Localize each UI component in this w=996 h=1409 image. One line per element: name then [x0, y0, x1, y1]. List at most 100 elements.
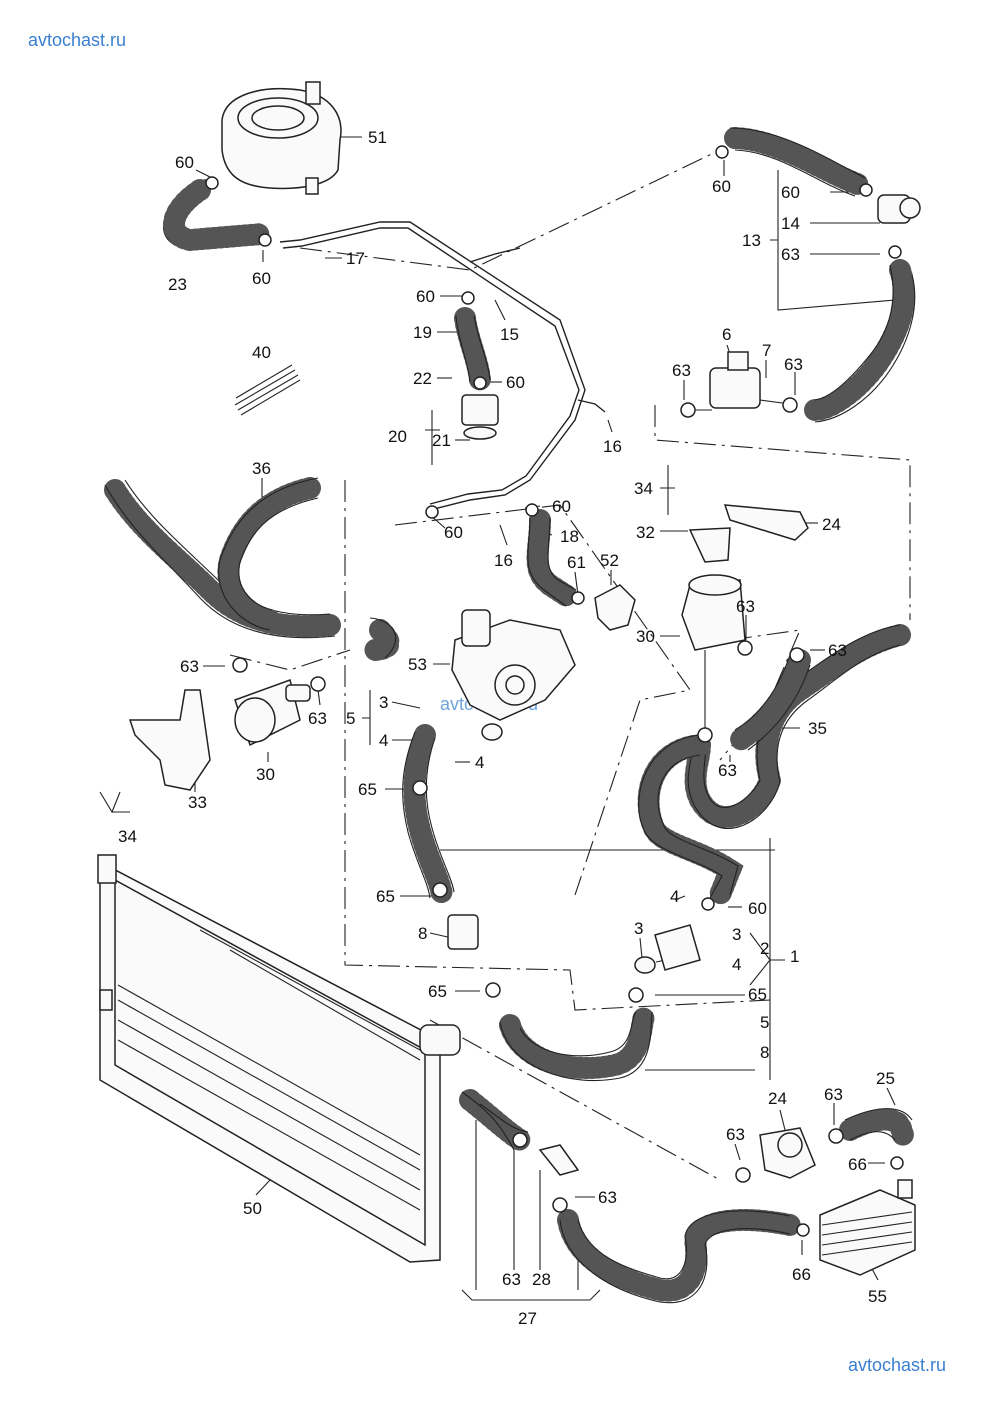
callout-35[interactable]: 35: [808, 719, 827, 738]
callout-60[interactable]: 60: [506, 373, 525, 392]
callout-63[interactable]: 63: [726, 1125, 745, 1144]
callout-14[interactable]: 14: [781, 214, 800, 233]
callout-2[interactable]: 2: [760, 939, 769, 958]
callout-22[interactable]: 22: [413, 369, 432, 388]
callout-60[interactable]: 60: [175, 153, 194, 172]
callout-63[interactable]: 63: [598, 1188, 617, 1207]
callout-27[interactable]: 27: [518, 1309, 537, 1328]
callout-36[interactable]: 36: [252, 459, 271, 478]
callout-labels: 51 60 23 60 17 60 19 15 40 22 60 20 21 1…: [118, 128, 895, 1328]
callout-20[interactable]: 20: [388, 427, 407, 446]
hose-1: [637, 734, 744, 906]
valve-6: [684, 351, 791, 411]
callout-65[interactable]: 65: [376, 887, 395, 906]
thermostat-2: [634, 924, 701, 974]
callout-3[interactable]: 3: [379, 693, 388, 712]
hose-5-8: [499, 1004, 656, 1082]
hose-35: [684, 624, 911, 829]
callout-1[interactable]: 1: [790, 947, 799, 966]
callout-63[interactable]: 63: [718, 761, 737, 780]
callout-4[interactable]: 4: [670, 887, 679, 906]
pump-30-right: [681, 504, 809, 740]
callout-60[interactable]: 60: [748, 899, 767, 918]
valve-24: [759, 1127, 816, 1179]
cable-ties-40: [234, 364, 301, 416]
callout-21[interactable]: 21: [432, 431, 451, 450]
callout-7[interactable]: 7: [762, 341, 771, 360]
callout-63[interactable]: 63: [781, 245, 800, 264]
callout-52[interactable]: 52: [600, 551, 619, 570]
callout-63[interactable]: 63: [180, 657, 199, 676]
callout-4[interactable]: 4: [379, 731, 388, 750]
leader-lines: [99, 136, 896, 1301]
callout-60[interactable]: 60: [416, 287, 435, 306]
flange-20: [461, 394, 499, 440]
callout-3[interactable]: 3: [634, 919, 643, 938]
callout-30[interactable]: 30: [256, 765, 275, 784]
callout-24[interactable]: 24: [822, 515, 841, 534]
callout-34[interactable]: 34: [118, 827, 137, 846]
valve-14: [877, 194, 921, 224]
callout-51[interactable]: 51: [368, 128, 387, 147]
callout-60[interactable]: 60: [444, 523, 463, 542]
callout-32[interactable]: 32: [636, 523, 655, 542]
callout-18[interactable]: 18: [560, 527, 579, 546]
callout-53[interactable]: 53: [408, 655, 427, 674]
callout-50[interactable]: 50: [243, 1199, 262, 1218]
callout-24[interactable]: 24: [768, 1089, 787, 1108]
callout-60[interactable]: 60: [252, 269, 271, 288]
callout-25[interactable]: 25: [876, 1069, 895, 1088]
callout-16[interactable]: 16: [603, 437, 622, 456]
callout-4[interactable]: 4: [475, 753, 484, 772]
hose-13: [724, 127, 916, 423]
callout-60[interactable]: 60: [781, 183, 800, 202]
callout-63[interactable]: 63: [784, 355, 803, 374]
callout-63[interactable]: 63: [824, 1085, 843, 1104]
callout-13[interactable]: 13: [742, 231, 761, 250]
callout-63[interactable]: 63: [502, 1270, 521, 1289]
callout-34[interactable]: 34: [634, 479, 653, 498]
callout-55[interactable]: 55: [868, 1287, 887, 1306]
callout-28[interactable]: 28: [532, 1270, 551, 1289]
callout-23[interactable]: 23: [168, 275, 187, 294]
callout-3[interactable]: 3: [732, 925, 741, 944]
bracket-33: [128, 689, 211, 791]
callout-65[interactable]: 65: [748, 985, 767, 1004]
coolant-expansion-tank: [221, 81, 342, 195]
callout-63[interactable]: 63: [308, 709, 327, 728]
hose-18: [526, 509, 581, 609]
callout-65[interactable]: 65: [428, 982, 447, 1001]
callout-40[interactable]: 40: [252, 343, 271, 362]
callout-60[interactable]: 60: [712, 177, 731, 196]
hose-19: [454, 307, 491, 391]
watermark-bottom[interactable]: avtochast.ru: [848, 1355, 947, 1375]
rigid-coolant-pipes: [279, 221, 606, 511]
callout-66[interactable]: 66: [848, 1155, 867, 1174]
callout-60[interactable]: 60: [552, 497, 571, 516]
callout-17[interactable]: 17: [346, 249, 365, 268]
callout-63[interactable]: 63: [828, 641, 847, 660]
callout-30[interactable]: 30: [636, 627, 655, 646]
callout-33[interactable]: 33: [188, 793, 207, 812]
callout-63[interactable]: 63: [736, 597, 755, 616]
watermark-top[interactable]: avtochast.ru: [28, 30, 127, 50]
callout-65[interactable]: 65: [358, 780, 377, 799]
pump-housing-53: [451, 609, 576, 741]
callout-5[interactable]: 5: [346, 709, 355, 728]
hose-36: [104, 477, 400, 661]
hose-65: [402, 724, 479, 950]
callout-16[interactable]: 16: [494, 551, 513, 570]
callout-4[interactable]: 4: [732, 955, 741, 974]
callout-5[interactable]: 5: [760, 1013, 769, 1032]
callout-8[interactable]: 8: [418, 924, 427, 943]
sensor-52: [594, 584, 636, 631]
radiator-50: [97, 854, 461, 1263]
callout-15[interactable]: 15: [500, 325, 519, 344]
callout-8[interactable]: 8: [760, 1043, 769, 1062]
callout-19[interactable]: 19: [413, 323, 432, 342]
callout-66[interactable]: 66: [792, 1265, 811, 1284]
callout-63[interactable]: 63: [672, 361, 691, 380]
callout-61[interactable]: 61: [567, 553, 586, 572]
callout-6[interactable]: 6: [722, 325, 731, 344]
